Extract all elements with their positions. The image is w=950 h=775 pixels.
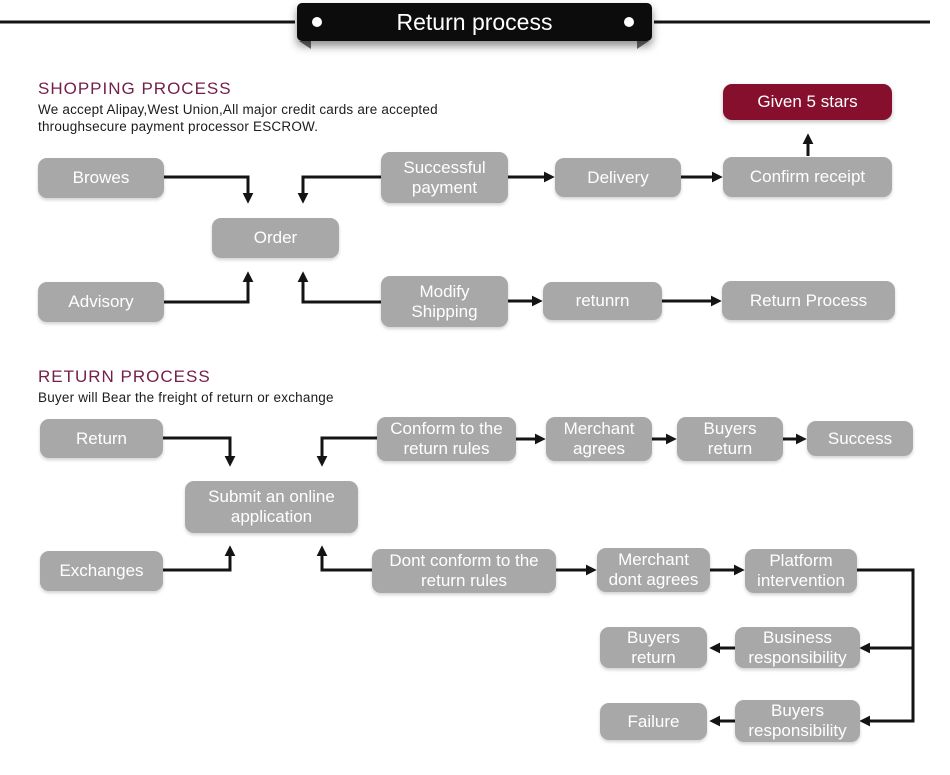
node-success: Success [807, 421, 913, 456]
node-buyers-return-top: Buyers return [677, 417, 783, 461]
arrow-advisory-to-order [164, 271, 254, 304]
node-platform-intervention: Platform intervention [745, 549, 857, 593]
ribbon-fold-right [637, 41, 649, 49]
title-ribbon: Return process [297, 3, 652, 41]
shopping-process-heading: SHOPPING PROCESS [38, 79, 232, 98]
node-buyers-return-bottom: Buyers return [600, 627, 707, 668]
return-process-heading: RETURN PROCESS [38, 367, 211, 386]
node-dont-conform-rules: Dont conform to the return rules [372, 549, 556, 593]
node-delivery: Delivery [555, 158, 681, 197]
node-return: Return [40, 419, 163, 458]
arrow-return-to-submit [163, 436, 236, 467]
node-successful-payment: Successful payment [381, 152, 508, 203]
node-failure: Failure [600, 703, 707, 740]
arrow-dont-conform-to-submit [316, 545, 372, 572]
arrow-platform-to-buyers-responsibility [857, 568, 915, 727]
node-return-process: Return Process [722, 281, 895, 320]
node-merchant-dont-agrees: Merchant dont agrees [597, 548, 710, 592]
node-submit-application: Submit an online application [185, 481, 358, 533]
arrow-conform-to-submit [316, 436, 377, 467]
node-confirm-receipt: Confirm receipt [723, 157, 892, 197]
node-merchant-agrees: Merchant agrees [546, 417, 652, 461]
node-business-responsibility: Business responsibility [735, 627, 860, 668]
ribbon-dot-right-icon [624, 17, 634, 27]
shopping-process-description-line2: throughsecure payment processor ESCROW. [38, 119, 319, 134]
page-title: Return process [396, 8, 553, 35]
node-browes: Browes [38, 158, 164, 198]
arrow-modify-shipping-to-order [297, 271, 381, 304]
ribbon-fold-left [299, 41, 311, 49]
node-conform-rules: Conform to the return rules [377, 417, 516, 461]
node-retunrn: retunrn [543, 282, 662, 320]
ribbon-dot-left-icon [312, 17, 322, 27]
shopping-process-description-line1: We accept Alipay,West Union,All major cr… [38, 102, 438, 117]
node-modify-shipping: Modify Shipping [381, 276, 508, 327]
node-advisory: Advisory [38, 282, 164, 322]
arrow-exchanges-to-submit [163, 545, 236, 572]
node-exchanges: Exchanges [40, 551, 163, 591]
node-given-5-stars: Given 5 stars [723, 84, 892, 120]
node-buyers-responsibility: Buyers responsibility [735, 700, 860, 742]
arrow-browes-to-order [164, 175, 254, 204]
return-process-description: Buyer will Bear the freight of return or… [38, 390, 334, 405]
node-order: Order [212, 218, 339, 258]
arrow-successful-payment-to-order [297, 175, 381, 204]
